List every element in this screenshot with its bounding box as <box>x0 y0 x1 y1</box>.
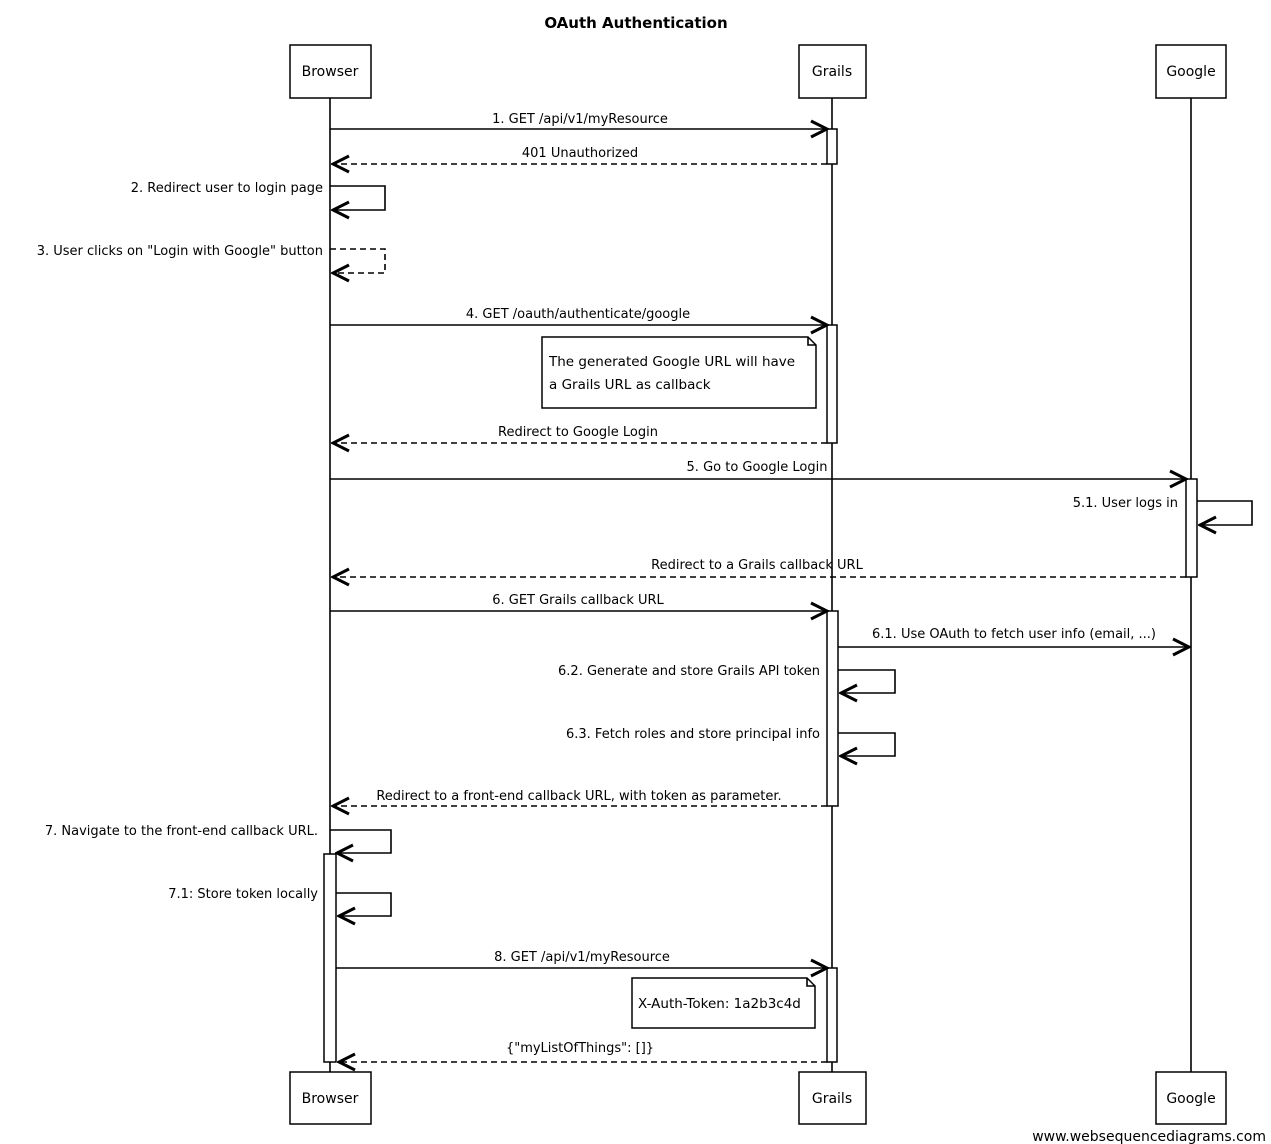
diagram-title: OAuth Authentication <box>544 14 727 32</box>
message-label: 8. GET /api/v1/myResource <box>494 950 670 965</box>
activation-bar <box>1185 478 1198 578</box>
participant-label: Browser <box>302 1091 359 1107</box>
message-label: 2. Redirect user to login page <box>131 181 323 196</box>
note-line: X-Auth-Token: 1a2b3c4d <box>638 996 801 1012</box>
self-arrow <box>838 669 896 693</box>
note-box <box>631 977 816 1029</box>
activation-bar <box>826 324 838 444</box>
self-arrow <box>330 185 386 210</box>
activation-bar <box>826 128 838 165</box>
participant-label: Browser <box>302 64 359 80</box>
participant-label: Grails <box>812 1091 852 1107</box>
message-label: Redirect to a Grails callback URL <box>651 558 863 573</box>
participant-label: Grails <box>812 64 852 80</box>
note-fold <box>806 978 815 987</box>
message-label: 6.2. Generate and store Grails API token <box>558 664 820 679</box>
message-label: 401 Unauthorized <box>522 146 638 161</box>
message-label: 4. GET /oauth/authenticate/google <box>466 307 690 322</box>
self-arrow <box>330 829 392 853</box>
self-arrow <box>336 892 392 916</box>
activation-bar <box>826 610 839 807</box>
note-line: a Grails URL as callback <box>549 377 711 393</box>
participant-grails-top <box>798 44 867 99</box>
message-label: 5.1. User logs in <box>1073 496 1178 511</box>
message-label: 1. GET /api/v1/myResource <box>492 112 668 127</box>
message-label: 7.1: Store token locally <box>168 887 318 902</box>
watermark: www.websequencediagrams.com <box>1032 1129 1266 1144</box>
note-fold <box>807 337 816 346</box>
self-arrow <box>838 732 896 756</box>
note-box <box>541 336 817 409</box>
note-line: The generated Google URL will have <box>548 354 795 370</box>
message-label: 6.3. Fetch roles and store principal inf… <box>566 727 820 742</box>
participant-grails-bottom <box>798 1071 867 1125</box>
message-label: 6.1. Use OAuth to fetch user info (email… <box>872 627 1156 642</box>
activation-bar <box>323 853 337 1063</box>
message-label: Redirect to Google Login <box>498 425 658 440</box>
message-label: 5. Go to Google Login <box>687 460 828 475</box>
participant-browser-top <box>289 44 372 99</box>
participant-label: Google <box>1166 64 1215 80</box>
message-label: Redirect to a front-end callback URL, wi… <box>376 789 781 804</box>
message-label: {"myListOfThings": []} <box>506 1041 654 1056</box>
message-label: 7. Navigate to the front-end callback UR… <box>45 824 318 839</box>
activation-bar <box>826 967 838 1063</box>
participant-google-top <box>1155 44 1227 99</box>
self-arrow <box>1197 500 1253 525</box>
participant-google-bottom <box>1155 1071 1227 1125</box>
message-label: 6. GET Grails callback URL <box>492 593 664 608</box>
participant-label: Google <box>1166 1091 1215 1107</box>
message-label: 3. User clicks on "Login with Google" bu… <box>37 244 323 259</box>
self-arrow <box>330 248 386 273</box>
participant-browser-bottom <box>289 1071 372 1125</box>
